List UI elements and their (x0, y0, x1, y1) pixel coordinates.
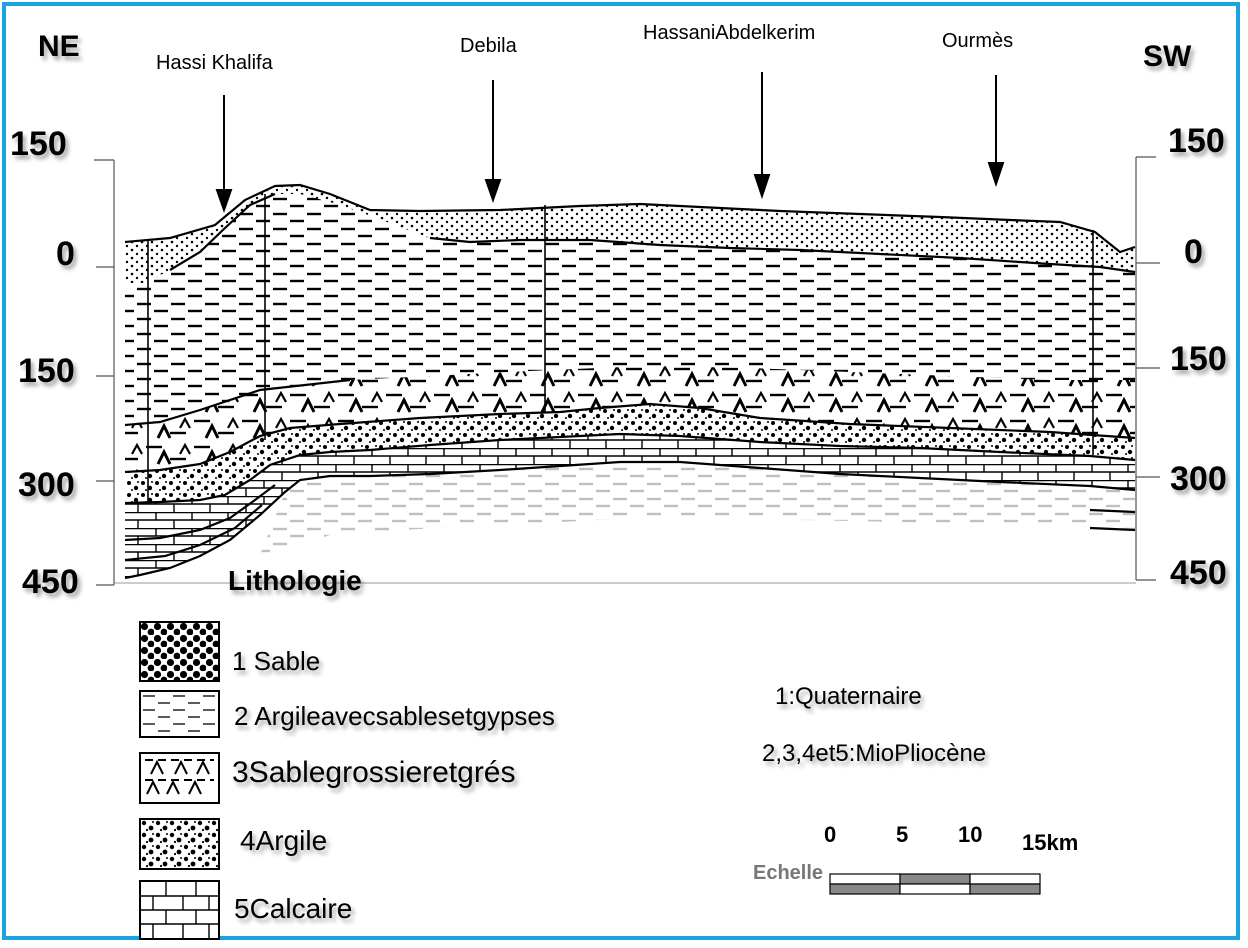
legend-label-5: 5Calcaire (234, 893, 352, 925)
legend-swatch-clay-sand-gypsum (139, 690, 220, 738)
legend-label-1: 1 Sable (232, 646, 320, 677)
legend-swatch-limestone (139, 880, 220, 940)
legend-label-3: 3Sablegrossieretgrés (232, 756, 516, 790)
scale-tick-15km: 15km (1022, 830, 1078, 856)
scale-bar (830, 874, 1040, 894)
stratigraphy-quaternary: 1:Quaternaire (775, 683, 922, 711)
legend-swatch-coarse-sand (139, 752, 220, 804)
stratigraphy-mio-pliocene: 2,3,4et5:MioPliocène (762, 740, 986, 768)
legend-label-2: 2 Argileavecsablesetgypses (234, 701, 555, 732)
legend-label-4: 4Argile (240, 825, 327, 857)
scale-tick-10: 10 (958, 822, 982, 848)
legend-title: Lithologie (228, 565, 362, 597)
legend-swatch-clay (139, 818, 220, 870)
legend-swatch-sand (139, 621, 220, 682)
scale-tick-0: 0 (824, 822, 836, 848)
scale-tick-5: 5 (896, 822, 908, 848)
scale-label: Echelle (753, 862, 823, 885)
